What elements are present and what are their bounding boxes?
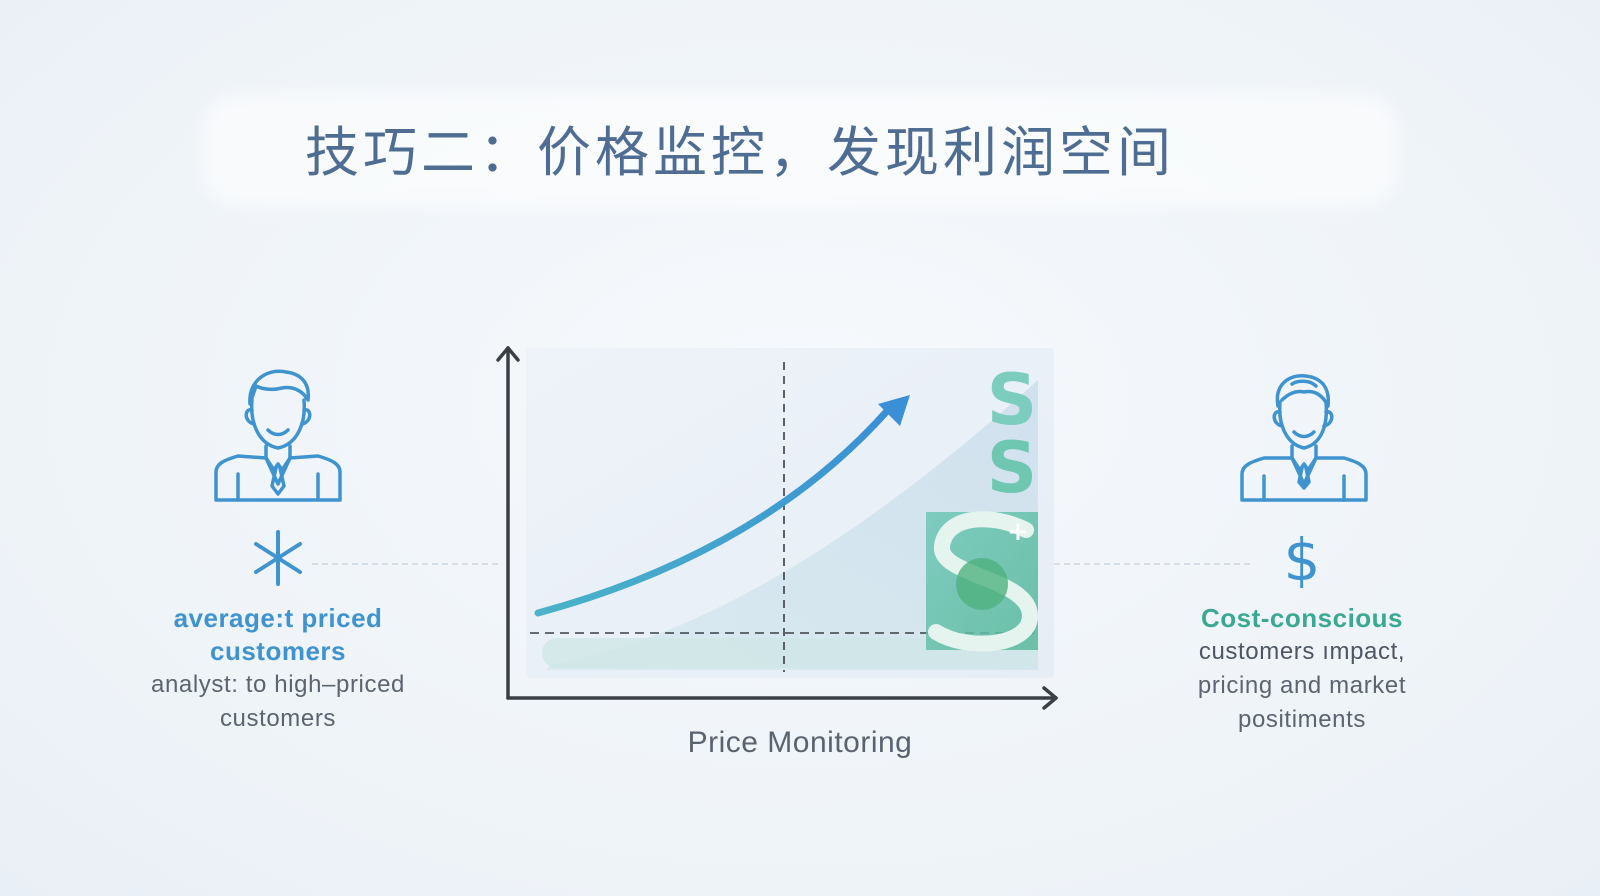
price-chart: S S + (490, 340, 1070, 720)
right-persona-description: customers ımpact, pricing and market pos… (1162, 635, 1442, 737)
left-heading-line-2: customers (210, 636, 346, 666)
right-desc-line-1: customers ımpact, (1198, 638, 1406, 665)
left-connector-line (312, 563, 498, 565)
left-heading-line-1: average:t priced (173, 603, 383, 633)
slide-title: 技巧二：价格监控，发现利润空间 (305, 121, 1175, 184)
right-persona-heading: Cost-conscious (1200, 603, 1404, 633)
left-persona: average:t priced customers analyst: to h… (138, 360, 418, 736)
asterisk-icon (254, 530, 302, 586)
left-persona-heading: average:t priced customers (138, 602, 418, 668)
right-connector-line (1044, 563, 1250, 565)
svg-text:$: $ (1284, 528, 1321, 588)
title-backdrop (200, 92, 1400, 208)
plus-icon: + (1007, 517, 1029, 547)
right-desc-line-3: positiments (1238, 706, 1366, 733)
upward-trend-arrow-icon (534, 406, 892, 617)
person-icon (214, 369, 342, 502)
dollar-sign-icon (926, 511, 1039, 652)
left-desc-line-1: analyst: to high–priced (151, 671, 405, 698)
right-persona: $ Cost-conscious customers ımpact, prici… (1162, 360, 1442, 737)
left-desc-line-2: customers (219, 705, 337, 732)
growth-area (546, 380, 1038, 670)
dollar-icon: $ (1284, 528, 1321, 588)
trend-arrowhead (878, 395, 910, 426)
baseline-band (542, 638, 1038, 668)
dollar-sign-icon: S (987, 427, 1037, 509)
right-desc-line-2: pricing and market (1197, 672, 1407, 699)
chart-axes (496, 346, 1058, 710)
person-icon (1240, 374, 1368, 502)
dollar-sign-icon: S (987, 359, 1037, 441)
left-persona-description: analyst: to high–priced customers (138, 668, 418, 736)
price-chart-svg: S S + (496, 346, 1058, 710)
chart-caption: Price Monitoring (687, 726, 913, 759)
